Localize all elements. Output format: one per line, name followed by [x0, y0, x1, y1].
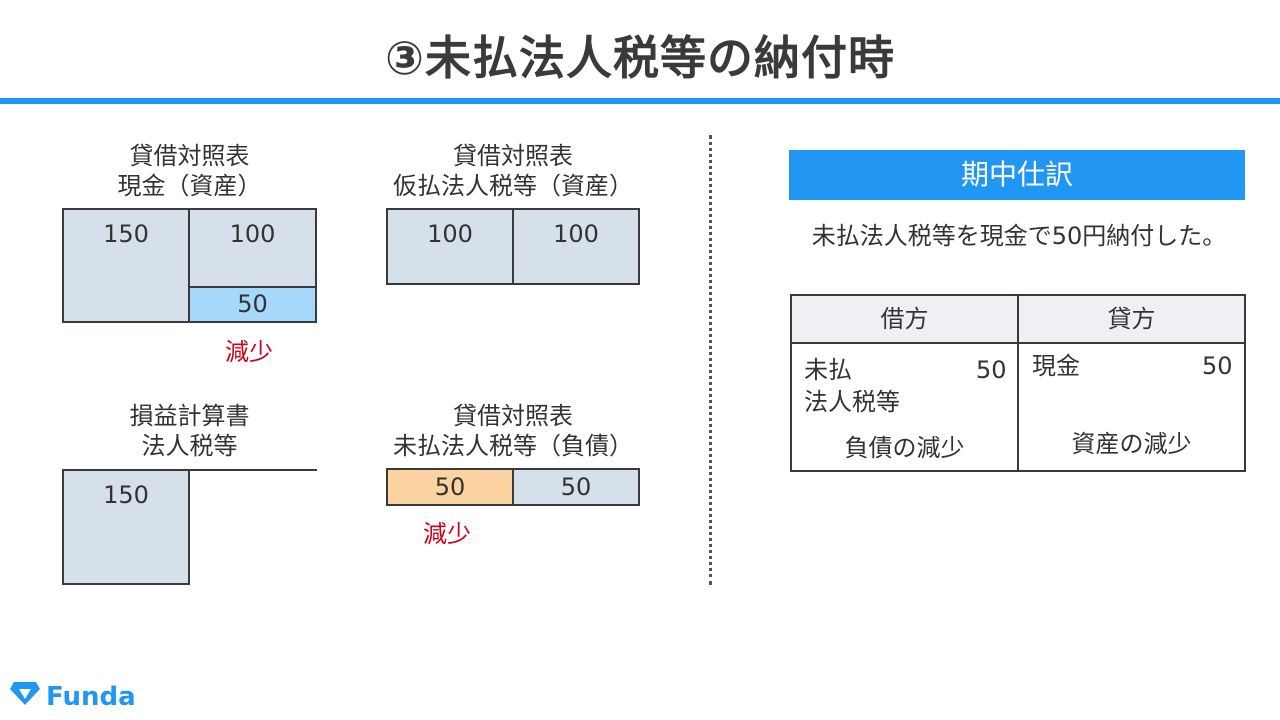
credit-amount: 50 — [1202, 352, 1233, 380]
journal-description: 未払法人税等を現金で50円納付した。 — [811, 222, 1227, 250]
income-tax-debit-cell: 150 — [62, 469, 190, 585]
debit-note: 負債の減少 — [844, 434, 965, 462]
funda-logo: Funda — [10, 680, 136, 713]
unpaid-decrease-cell: 50 — [386, 468, 514, 506]
prepaid-debit-cell: 100 — [386, 208, 514, 285]
credit-header: 貸方 — [1019, 296, 1244, 344]
logo-text: Funda — [46, 681, 136, 712]
unpaid-decrease-value: 50 — [434, 473, 466, 501]
prepaid-tax-label: 貸借対照表 仮払法人税等（資産） — [360, 141, 666, 201]
income-label-line1: 損益計算書 — [129, 402, 250, 430]
journal-banner: 期中仕訳 — [789, 150, 1245, 200]
unpaid-credit-value: 50 — [560, 473, 592, 501]
cash-label-line2: 現金（資産） — [117, 172, 262, 200]
cash-credit-cell: 100 — [188, 208, 317, 288]
debit-amount: 50 — [976, 356, 1007, 384]
credit-note: 資産の減少 — [1071, 430, 1192, 458]
journal-column-divider — [1017, 344, 1019, 470]
cash-debit-cell: 150 — [62, 208, 190, 323]
cash-credit-value: 100 — [229, 220, 276, 248]
cash-decrease-value: 50 — [237, 290, 268, 318]
unpaid-credit-cell: 50 — [512, 468, 640, 506]
unpaid-decrease-note: 減少 — [423, 520, 471, 548]
prepaid-label-line2: 仮払法人税等（資産） — [393, 172, 633, 200]
cash-account-label: 貸借対照表 現金（資産） — [63, 141, 316, 201]
debit-account-line2: 法人税等 — [804, 388, 900, 416]
debit-header: 借方 — [792, 296, 1019, 344]
prepaid-label-line1: 貸借対照表 — [453, 142, 573, 170]
diamond-icon — [10, 680, 40, 713]
cash-decrease-cell: 50 — [188, 286, 317, 323]
debit-account: 未払 法人税等 — [804, 354, 900, 418]
cash-decrease-note: 減少 — [225, 338, 273, 366]
prepaid-debit-value: 100 — [427, 220, 473, 248]
unpaid-label-line1: 貸借対照表 — [453, 402, 573, 430]
page-title: ③未払法人税等の納付時 — [385, 31, 895, 85]
credit-account: 現金 — [1032, 352, 1080, 380]
unpaid-label-line2: 未払法人税等（負債） — [393, 432, 633, 460]
section-divider — [709, 135, 712, 585]
debit-account-line1: 未払 — [804, 356, 852, 384]
prepaid-credit-cell: 100 — [512, 208, 640, 285]
journal-table: 借方 貸方 未払 法人税等 50 現金 50 負債の減少 資産の減少 — [790, 294, 1246, 472]
prepaid-credit-value: 100 — [553, 220, 599, 248]
cash-label-line1: 貸借対照表 — [129, 142, 250, 170]
income-tax-debit-value: 150 — [103, 481, 149, 509]
unpaid-tax-label: 貸借対照表 未払法人税等（負債） — [360, 401, 666, 461]
income-tax-label: 損益計算書 法人税等 — [63, 401, 316, 461]
income-label-line2: 法人税等 — [141, 432, 238, 460]
cash-debit-value: 150 — [103, 220, 149, 248]
title-underline — [0, 98, 1280, 104]
